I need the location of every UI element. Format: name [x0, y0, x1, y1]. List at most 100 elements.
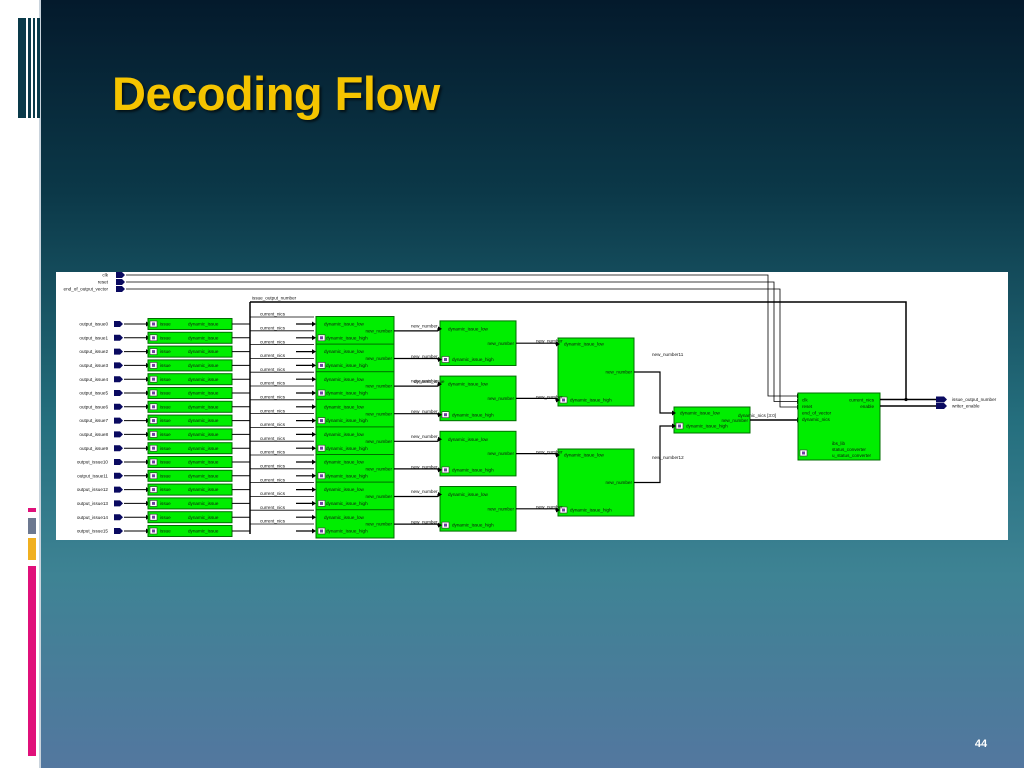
stage3-block	[439, 430, 517, 477]
status-converter-caption: u_status_converter	[832, 453, 872, 458]
stage4-port-out: new_number	[605, 370, 632, 375]
output-junction	[904, 397, 908, 402]
output-issue-pin	[114, 321, 123, 327]
output-issue-pin	[114, 376, 123, 383]
current-nics-label: current_nics	[260, 408, 286, 413]
stage4-wire-label: new_number	[536, 395, 563, 400]
issue-block-icon-glyph	[152, 363, 155, 367]
issue-block-port-in: issue	[160, 404, 171, 409]
issue-block-port-in: issue	[160, 349, 171, 354]
stage2-in-arrow	[312, 404, 316, 410]
stage2-port-low: dynamic_issue_low	[324, 349, 365, 354]
logo-mark-icon	[16, 18, 40, 118]
stage2-in-arrow	[312, 349, 316, 355]
stage2-port-low: dynamic_issue_low	[324, 487, 365, 492]
stage2-block-icon-glyph	[320, 446, 323, 450]
status-converter-caption: ibs_lib	[832, 441, 845, 446]
stage2-port-high: dynamic_issue_high	[326, 473, 368, 478]
status-converter-port-in: clk	[802, 397, 808, 402]
stage3-wire-label: new_number	[411, 354, 438, 359]
current-nics-label: current_nics	[260, 339, 286, 344]
stage3-port-out: new_number	[487, 341, 514, 346]
stage4-in-wire	[555, 398, 558, 401]
stage3-block-icon-glyph	[444, 468, 447, 472]
status-converter-icon-glyph	[802, 451, 805, 455]
global-input-label: clk	[102, 273, 108, 278]
output-issue-label: output_issue3	[79, 363, 108, 368]
stage5-port-high: dynamic_issue_high	[686, 424, 728, 429]
issue-block-port-out: dynamic_issue	[188, 418, 219, 423]
stage2-in-arrow	[312, 473, 316, 479]
page-title: Decoding Flow	[112, 67, 440, 120]
stage3-block	[439, 486, 517, 532]
output-issue-label: output_issue9	[79, 446, 108, 451]
output-issue-label: output_issue10	[77, 460, 109, 465]
current-nics-label: current_nics	[260, 367, 286, 372]
stage5-wire-label: new_number11	[652, 352, 684, 357]
stage2-port-low: dynamic_issue_low	[324, 432, 365, 437]
stage2-in-arrow	[312, 514, 316, 520]
current-nics-label: current_nics	[260, 326, 286, 331]
stage3-wire-label: new_number	[411, 489, 438, 494]
issue-block-port-out: dynamic_issue	[188, 349, 219, 354]
stage3-port-high: dynamic_issue_high	[452, 523, 494, 528]
stage2-block	[315, 454, 395, 484]
stage4-in-wire	[555, 508, 558, 511]
current-nics-label: current_nics	[260, 450, 286, 455]
status-converter-port-in: dynamic_nics	[802, 417, 831, 422]
current-nics-label: current_nics	[260, 519, 286, 524]
output-issue-pin	[114, 348, 123, 355]
output-issue-pin	[114, 459, 123, 465]
stage2-in-arrow	[312, 335, 316, 341]
issue-block-port-in: issue	[160, 432, 171, 437]
stage2-block-icon-glyph	[320, 474, 323, 478]
issue-block-port-out: dynamic_issue	[188, 363, 219, 368]
output-issue-pin	[114, 445, 123, 452]
status-converter-port-out: current_nics	[849, 397, 875, 402]
stage3-port-high: dynamic_issue_high	[452, 468, 494, 473]
stage2-port-high: dynamic_issue_high	[326, 418, 368, 423]
global-input-wire	[126, 274, 798, 397]
issue-block-port-out: dynamic_issue	[188, 404, 219, 409]
feedback-bus-label: issue_output_number	[252, 296, 297, 301]
stage2-block-icon-glyph	[320, 419, 323, 423]
issue-block-icon-glyph	[152, 377, 155, 381]
issue-block-port-in: issue	[160, 391, 171, 396]
output-label: issue_output_number	[952, 397, 997, 402]
stage4-in-wire	[555, 343, 558, 345]
output-issue-pin	[114, 472, 123, 479]
issue-block-port-in: issue	[160, 487, 171, 492]
stage2-in-arrow	[312, 321, 316, 327]
stage2-in-arrow	[312, 431, 316, 437]
output-issue-label: output_issue1	[79, 335, 108, 340]
stage3-port-high: dynamic_issue_high	[452, 357, 494, 362]
stage2-port-out: new_number	[365, 522, 392, 527]
issue-block-port-in: issue	[160, 515, 171, 520]
stage4-port-out: new_number	[605, 480, 632, 485]
issue-block-icon-glyph	[152, 460, 155, 464]
output-issue-pin	[114, 486, 123, 493]
stage2-port-low: dynamic_issue_low	[324, 404, 365, 409]
issue-block-port-out: dynamic_issue	[188, 377, 219, 382]
current-nics-label: current_nics	[260, 477, 286, 482]
stage4-port-low: dynamic_issue_low	[564, 342, 605, 347]
status-converter-caption: status_converter	[832, 447, 866, 452]
issue-block-port-in: issue	[160, 322, 171, 327]
current-nics-label: current_nics	[260, 312, 286, 317]
stage2-block-icon-glyph	[320, 336, 323, 340]
current-nics-label: current_nics	[260, 436, 286, 441]
issue-block-port-out: dynamic_issue	[188, 501, 219, 506]
left-stripe-edge	[39, 0, 41, 768]
stage2-port-out: new_number	[365, 411, 392, 416]
issue-block-port-in: issue	[160, 377, 171, 382]
stage2-port-high: dynamic_issue_high	[326, 529, 368, 534]
stage4-wire-label: new_number	[536, 450, 563, 455]
stage3-in-arrow	[438, 357, 442, 362]
stage4-in-wire	[555, 453, 558, 456]
stage3-block-icon-glyph	[444, 358, 447, 361]
current-nics-label: current_nics	[260, 353, 286, 358]
stage3-wire-label: new_number	[411, 409, 438, 414]
output-issue-label: output_issue5	[79, 391, 108, 396]
issue-block-icon-glyph	[152, 501, 155, 505]
